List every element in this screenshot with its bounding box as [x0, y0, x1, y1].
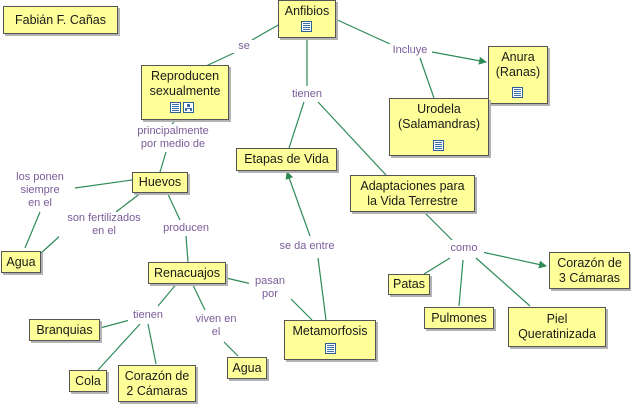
author-label: Fabián F. Cañas: [3, 6, 118, 34]
edge-adaptaciones-como: [423, 211, 453, 241]
edge-principalmente-huevos: [159, 151, 167, 173]
concept-patas[interactable]: Patas: [388, 274, 430, 295]
edge-renacuajos-vivenen: [191, 282, 206, 311]
edge-producen-renacuajos: [185, 235, 189, 263]
concept-adaptaciones[interactable]: Adaptaciones para la Vida Terrestre: [350, 175, 475, 212]
concept-map-icon[interactable]: [183, 102, 194, 113]
link-se: se: [233, 40, 255, 53]
link-pasan-por: pasan por: [249, 275, 291, 301]
document-icon[interactable]: [433, 140, 444, 151]
edge-incluye-anura: [431, 51, 487, 65]
edge-fertilizados-agua: [39, 233, 63, 255]
concept-metamorfosis[interactable]: Metamorfosis: [284, 320, 376, 360]
link-fertilizados: son fertilizados en el: [59, 212, 149, 238]
concept-etapas-de-vida[interactable]: Etapas de Vida: [236, 148, 337, 171]
edge-anfibios-se: [251, 23, 281, 41]
edge-anfibios-incluye: [332, 17, 391, 45]
edge-metamorfosis-sedaentre: [317, 257, 327, 321]
link-los-ponen: los ponen siempre en el: [10, 171, 70, 210]
document-icon[interactable]: [170, 102, 181, 113]
concept-piel-queratinizada[interactable]: Piel Queratinizada: [508, 307, 606, 347]
concept-corazon-2-camaras[interactable]: Corazón de 2 Cámaras: [118, 365, 196, 402]
edge-tienen-etapas: [288, 101, 305, 149]
edge-vivenen-agua: [223, 341, 239, 357]
concept-branquias[interactable]: Branquias: [29, 319, 100, 341]
edge-tienen-cola: [97, 323, 141, 371]
edge-incluye-urodela: [419, 57, 435, 99]
document-icon[interactable]: [325, 343, 336, 354]
concept-renacuajos[interactable]: Renacuajos: [148, 262, 226, 284]
edge-tienen-adaptaciones: [317, 101, 387, 176]
edge-como-corazon3: [481, 251, 547, 269]
concept-agua-1[interactable]: Agua: [1, 251, 41, 273]
document-icon[interactable]: [301, 21, 312, 32]
edge-pasanpor-metamorfosis: [289, 297, 313, 321]
link-producen: producen: [158, 222, 214, 235]
document-icon[interactable]: [512, 87, 523, 98]
edge-huevos-producen: [165, 189, 181, 221]
link-como: como: [444, 242, 484, 255]
edge-renacuajos-tienen: [157, 281, 179, 307]
edge-renacuajos-pasanpor: [225, 277, 253, 285]
edge-como-pulmones: [458, 259, 464, 307]
link-principalmente: principalmente por medio de: [127, 125, 219, 151]
concept-corazon-3-camaras[interactable]: Corazón de 3 Cámaras: [549, 252, 630, 289]
edge-tienen-corazon2: [147, 323, 157, 365]
link-tienen-1: tienen: [286, 88, 328, 101]
concept-huevos[interactable]: Huevos: [132, 172, 188, 193]
concept-agua-2[interactable]: Agua: [227, 357, 267, 379]
edge-losponen-agua: [24, 211, 41, 249]
edge-sedaentre-etapas: [285, 171, 311, 237]
edge-huevos-losponen: [74, 179, 133, 189]
edge-tienen-branquias: [99, 319, 131, 329]
concept-anura[interactable]: Anura (Ranas): [488, 46, 548, 104]
link-se-da-entre: se da entre: [274, 240, 340, 253]
edge-como-piel: [475, 257, 531, 307]
link-incluye: Incluye: [388, 44, 432, 57]
edge-como-patas: [423, 257, 451, 275]
concept-anfibios[interactable]: Anfibios: [278, 0, 336, 38]
link-tienen-2: tienen: [128, 309, 168, 322]
concept-pulmones[interactable]: Pulmones: [424, 307, 494, 329]
edge-se-reproducen: [205, 51, 237, 67]
link-viven-en: viven en el: [190, 313, 242, 339]
concept-cola[interactable]: Cola: [69, 370, 107, 392]
